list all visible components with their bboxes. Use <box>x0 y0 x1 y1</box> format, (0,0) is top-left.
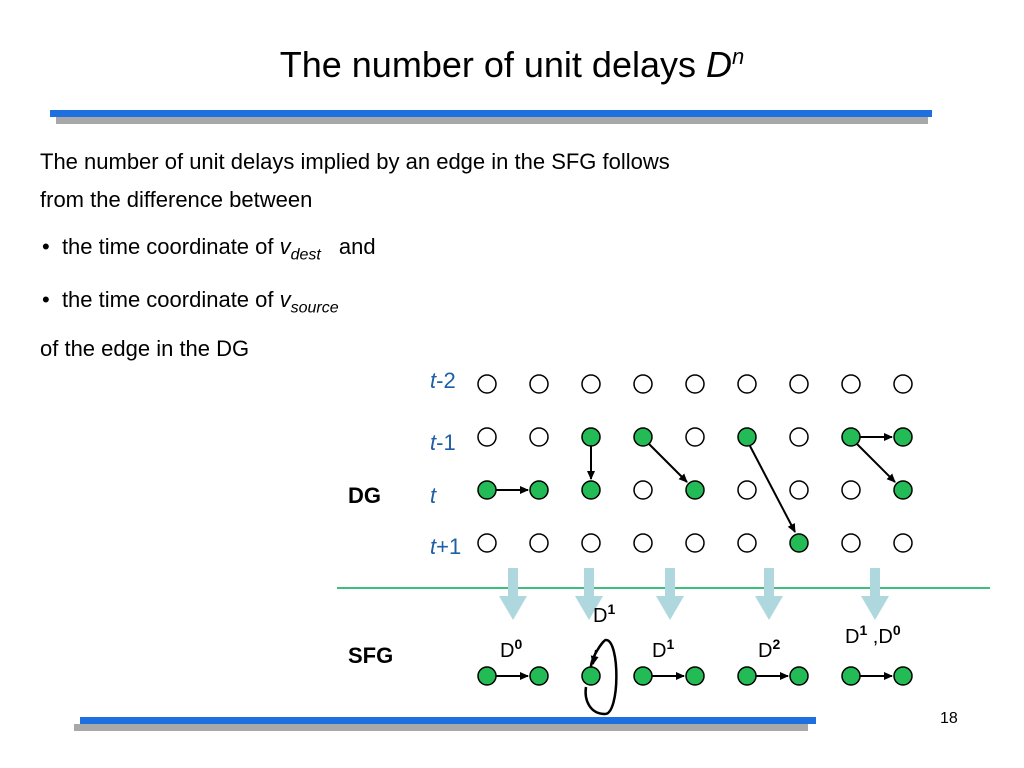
dg-node <box>685 374 705 394</box>
projection-arrow <box>656 568 684 620</box>
dg-row-t <box>477 480 913 500</box>
page-number: 18 <box>940 710 958 727</box>
dg-node-active <box>737 427 757 447</box>
dg-edges <box>496 433 896 533</box>
page-title: The number of unit delays Dn <box>0 44 1024 86</box>
dg-edge <box>749 445 796 533</box>
intro-line-2: from the difference between <box>40 187 313 212</box>
sfg-node <box>737 666 757 686</box>
dg-node <box>841 533 861 553</box>
dg-node <box>529 427 549 447</box>
bullet-source-text: the time coordinate of <box>61 287 280 312</box>
dg-node <box>789 374 809 394</box>
dg-node-active <box>841 427 861 447</box>
dg-node <box>633 533 653 553</box>
dg-node <box>477 374 497 394</box>
dg-row-t+1 <box>477 533 913 553</box>
delay-label-2: D1 <box>652 636 674 662</box>
time-label-t-1: t-1 <box>430 430 456 455</box>
dg-node-active <box>581 427 601 447</box>
dg-node-active <box>581 480 601 500</box>
dg-node <box>685 533 705 553</box>
sfg-label: SFG <box>348 643 394 668</box>
dg-row-t-1 <box>477 427 913 447</box>
projection-arrow <box>575 568 603 620</box>
var-v-dest: vdest <box>279 234 321 264</box>
footer-bar-gray <box>74 724 808 731</box>
var-v-source: vsource <box>279 287 339 317</box>
sfg-node <box>529 666 549 686</box>
intro-line-1: The number of unit delays implied by an … <box>40 149 670 174</box>
sfg-node <box>633 666 653 686</box>
sfg-node <box>581 666 601 686</box>
header-bar-gray <box>56 117 928 124</box>
dg-node-active <box>789 533 809 553</box>
delay-label-0: D0 <box>500 636 522 662</box>
dg-node <box>737 480 757 500</box>
dg-node <box>581 533 601 553</box>
title-text: The number of unit delays <box>279 44 706 85</box>
bullet-dest-text: the time coordinate of <box>61 234 280 259</box>
closing-line: of the edge in the DG <box>40 336 250 361</box>
bullet-source: • the time coordinate of vsource <box>42 287 339 317</box>
dg-node <box>477 533 497 553</box>
dg-edge <box>856 443 896 483</box>
sfg-self-loop <box>584 638 618 716</box>
title-symbol: Dn <box>705 44 745 85</box>
dg-node-active <box>529 480 549 500</box>
sfg-nodes <box>477 666 913 686</box>
sfg-node <box>685 666 705 686</box>
dg-node <box>737 374 757 394</box>
sfg-node <box>893 666 913 686</box>
dg-edge <box>648 443 688 483</box>
time-label-t+1: t+1 <box>430 534 462 559</box>
dg-node <box>633 374 653 394</box>
dg-node-active <box>893 480 913 500</box>
dg-node <box>893 374 913 394</box>
sfg-node <box>841 666 861 686</box>
delay-label-4: D1 ,D0 <box>845 622 901 648</box>
dg-node <box>477 427 497 447</box>
time-label-t-2: t-2 <box>430 368 456 393</box>
sfg-self-loop-arrow <box>590 649 599 665</box>
dg-node-active <box>893 427 913 447</box>
sfg-node <box>789 666 809 686</box>
dg-label: DG <box>348 483 381 508</box>
delay-label-3: D2 <box>758 636 780 662</box>
projection-arrows <box>499 568 889 620</box>
dg-node <box>841 374 861 394</box>
dg-node-active <box>685 480 705 500</box>
sfg-edges <box>496 638 893 716</box>
dg-node <box>893 533 913 553</box>
bullet-dest-and: and <box>338 234 376 259</box>
footer-bar-blue <box>80 717 816 724</box>
header-bar-blue <box>50 110 932 117</box>
dg-node <box>789 480 809 500</box>
dg-node <box>529 374 549 394</box>
dg-node <box>685 427 705 447</box>
dg-node <box>789 427 809 447</box>
time-label-t: t <box>430 483 437 508</box>
projection-arrow <box>499 568 527 620</box>
projection-arrow <box>861 568 889 620</box>
dg-row-t-2 <box>477 374 913 394</box>
dg-node <box>737 533 757 553</box>
dg-node <box>841 480 861 500</box>
delay-label-1: D1 <box>593 601 615 627</box>
dg-node <box>581 374 601 394</box>
dg-node <box>633 480 653 500</box>
dg-node-active <box>633 427 653 447</box>
projection-arrow <box>755 568 783 620</box>
sfg-node <box>477 666 497 686</box>
dg-node <box>529 533 549 553</box>
dg-node-active <box>477 480 497 500</box>
